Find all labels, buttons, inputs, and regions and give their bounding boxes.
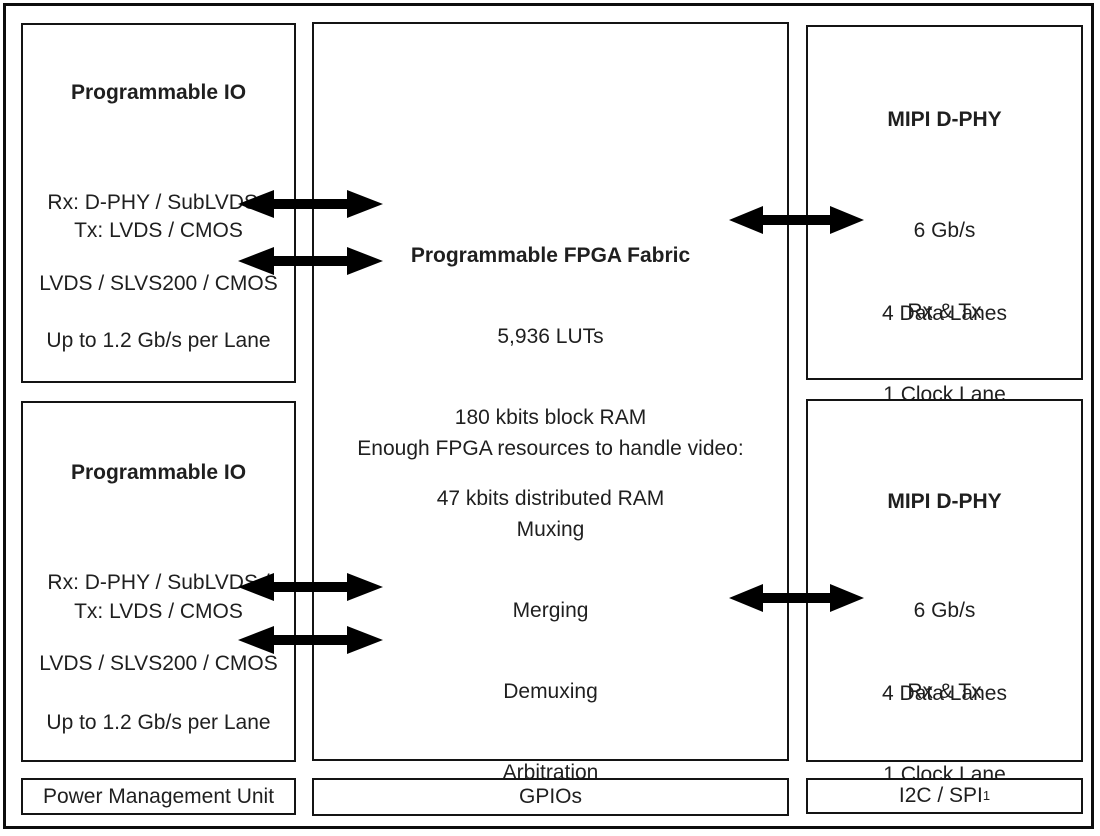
gpios-label: GPIOs: [518, 785, 582, 808]
programmable-io-bottom-rx: Rx: D-PHY / SubLVDS / LVDS / SLVS200 / C…: [39, 571, 278, 675]
programmable-io-top-box: Programmable IO Rx: D-PHY / SubLVDS / LV…: [21, 23, 296, 433]
i2c-spi-label: I2C / SPI: [898, 784, 983, 807]
power-management-unit-box: Power Management Unit: [21, 778, 296, 815]
bidirectional-arrow-icon: [238, 247, 383, 275]
mipi-dphy-bottom-title: MIPI D-PHY: [887, 490, 1002, 513]
programmable-io-bottom-tx: Tx: LVDS / CMOS: [74, 600, 243, 623]
fpga-fabric-resources: Enough FPGA resources to handle video: M…: [357, 437, 744, 784]
mipi-dphy-top-speed: 6 Gb/s Rx & Tx: [907, 219, 982, 323]
programmable-io-top-rx: Rx: D-PHY / SubLVDS / LVDS / SLVS200 / C…: [39, 191, 278, 295]
mipi-dphy-top-title: MIPI D-PHY: [887, 108, 1002, 131]
fpga-fabric-title: Programmable FPGA Fabric: [410, 244, 691, 267]
gpios-box: GPIOs: [312, 778, 789, 816]
bidirectional-arrow-icon: [729, 206, 864, 234]
outer-border: [3, 3, 1094, 829]
bidirectional-arrow-icon: [238, 190, 383, 218]
fpga-fabric-box: Programmable FPGA Fabric 5,936 LUTs 180 …: [312, 22, 789, 784]
bidirectional-arrow-icon: [729, 584, 864, 612]
programmable-io-top-title: Programmable IO: [70, 81, 247, 104]
bidirectional-arrow-icon: [238, 626, 383, 654]
programmable-io-top-tx: Tx: LVDS / CMOS: [74, 219, 243, 242]
power-management-unit-label: Power Management Unit: [42, 784, 275, 808]
programmable-io-bottom-title: Programmable IO: [70, 461, 247, 484]
fpga-fabric-specs: Programmable FPGA Fabric 5,936 LUTs 180 …: [314, 188, 787, 566]
bidirectional-arrow-icon: [238, 573, 383, 601]
mipi-dphy-bottom-speed: 6 Gb/s Rx & Tx: [907, 599, 982, 703]
mipi-dphy-bottom-box: MIPI D-PHY 6 Gb/s Rx & Tx 4 Data Lanes 1…: [806, 399, 1083, 786]
programmable-io-bottom-box: Programmable IO Rx: D-PHY / SubLVDS / LV…: [21, 401, 296, 815]
mipi-dphy-top-box: MIPI D-PHY 6 Gb/s Rx & Tx 4 Data Lanes 1…: [806, 25, 1083, 406]
